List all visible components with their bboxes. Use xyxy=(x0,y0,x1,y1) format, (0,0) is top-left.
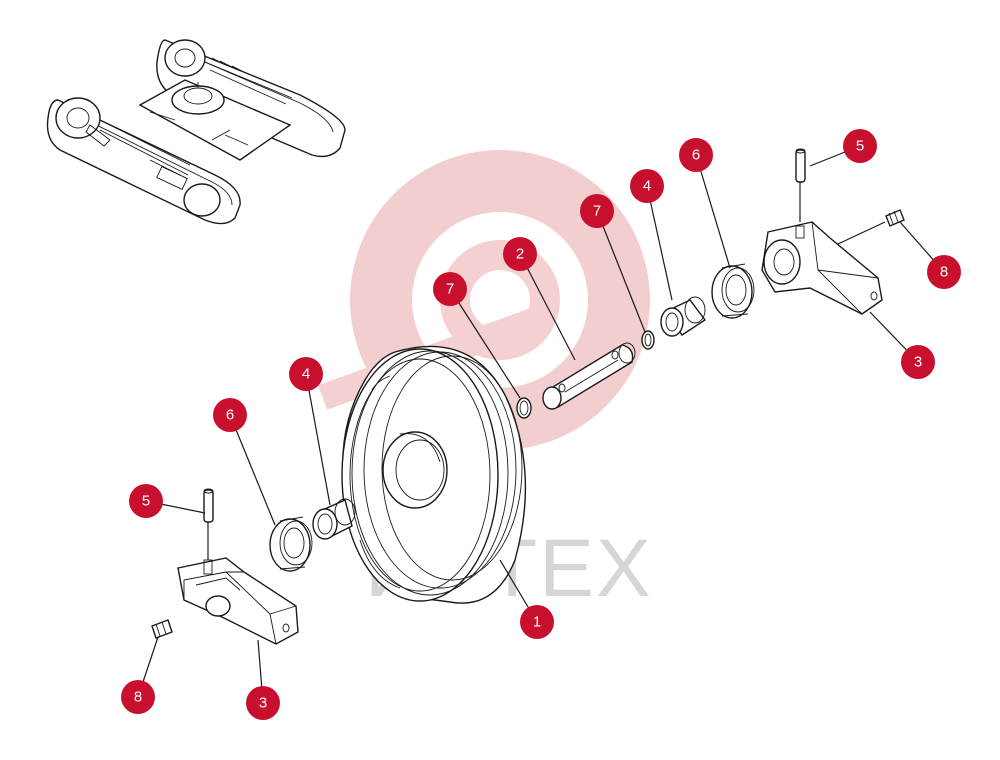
svg-text:3: 3 xyxy=(914,354,922,371)
callout-badge-1: 1 xyxy=(520,605,554,639)
callout-badge-4-right: 4 xyxy=(630,169,664,203)
o-ring-center xyxy=(516,397,532,419)
idler-shaft xyxy=(542,342,636,410)
callout-badge-7-center: 7 xyxy=(433,272,467,306)
grease-fitting-left xyxy=(151,619,173,639)
callout-badge-2: 2 xyxy=(503,237,537,271)
callout-badge-3-right: 3 xyxy=(901,345,935,379)
svg-text:2: 2 xyxy=(516,246,524,263)
grease-fitting-right xyxy=(885,209,905,227)
svg-text:1: 1 xyxy=(533,614,541,631)
svg-text:4: 4 xyxy=(302,366,310,383)
svg-text:3: 3 xyxy=(259,695,267,712)
callout-badge-8-right: 8 xyxy=(927,255,961,289)
svg-text:6: 6 xyxy=(692,147,700,164)
bracket-left xyxy=(177,557,299,645)
bracket-right xyxy=(761,221,883,315)
callout-badge-6-left: 6 xyxy=(213,398,247,432)
callout-badge-8-left: 8 xyxy=(121,680,155,714)
undercarriage-inset-drawing xyxy=(46,39,346,225)
callout-badge-5-left: 5 xyxy=(129,484,163,518)
idler-wheel xyxy=(341,345,527,604)
seal-right xyxy=(711,263,755,319)
svg-text:7: 7 xyxy=(446,281,454,298)
svg-text:6: 6 xyxy=(226,407,234,424)
o-ring-right xyxy=(641,330,655,350)
svg-text:4: 4 xyxy=(643,178,651,195)
svg-text:5: 5 xyxy=(856,138,864,155)
callout-badge-5-right: 5 xyxy=(843,129,877,163)
callout-badge-7-right: 7 xyxy=(580,194,614,228)
callout-badge-4-left: 4 xyxy=(289,357,323,391)
pin-left xyxy=(203,488,214,523)
pin-right xyxy=(795,148,806,183)
bushing-left xyxy=(312,498,356,540)
svg-text:8: 8 xyxy=(134,689,142,706)
bushing-right xyxy=(660,296,707,337)
callout-badge-3-left: 3 xyxy=(246,686,280,720)
svg-text:8: 8 xyxy=(940,264,948,281)
svg-text:7: 7 xyxy=(593,203,601,220)
seal-left xyxy=(269,516,313,572)
svg-text:5: 5 xyxy=(142,493,150,510)
callout-badge-6-right: 6 xyxy=(679,138,713,172)
